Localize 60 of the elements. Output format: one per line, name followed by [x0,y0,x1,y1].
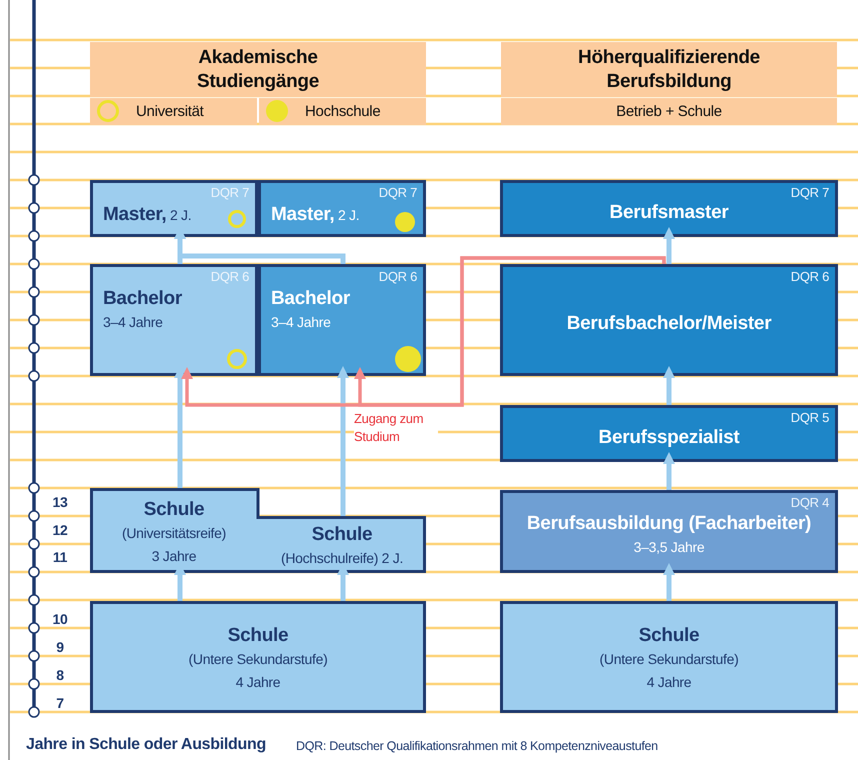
program-box [90,601,426,713]
box-title: Schule [228,624,288,648]
footnote: DQR: Deutscher Qualifikationsrahmen mit 8 Kompetenzniveaustufen [296,738,658,755]
year-number: 10 [52,610,68,628]
box-title: Berufsspezialist [598,426,740,450]
program-box [258,264,426,376]
arrow [354,256,666,407]
year-number: 11 [52,548,68,566]
level-label: DQR 7 [210,185,249,200]
box-title: Berufsmaster [610,200,728,224]
level-label: DQR 6 [790,269,829,284]
box-title: Bachelor [103,287,182,311]
program-box [90,264,258,376]
year-number: 8 [55,666,65,684]
arrow [663,563,675,601]
duration-text: 3–4 Jahre [103,313,163,332]
year-number: 9 [55,638,65,656]
year-number: 13 [52,493,68,511]
year-number: 7 [55,694,65,712]
column-heading: Höherqualifizierende Berufsbildung [501,42,837,97]
level-label: DQR 7 [790,185,829,200]
box-title: Bachelor [271,287,350,311]
program-box [500,601,838,713]
program-box [500,180,838,237]
box-text: 4 Jahre [646,673,692,692]
level-label: DQR 6 [210,269,249,284]
column-heading: Akademische Studiengänge [90,42,426,97]
level-label: DQR 6 [378,269,417,284]
level-label: DQR 7 [378,185,417,200]
box-text: (Untere Sekundarstufe) [188,650,328,669]
duration-text: 3–4 Jahre [271,313,331,332]
box-title: Schule [638,624,700,648]
box-title: Master, 2 J. [103,203,192,227]
column-subheading: Betrieb + Schule [501,98,837,125]
duration-text: 3–3,5 Jahre [634,538,704,557]
program-box [500,264,838,376]
legend-label: Universität [136,102,204,122]
arrow [663,452,675,490]
program-box [258,180,426,237]
box-text: (Universitätsreife) [122,524,226,543]
box-title: Schule [144,498,204,522]
arrow [337,366,349,516]
level-label: DQR 5 [790,410,829,425]
axis-title: Jahre in Schule oder Ausbildung [26,735,266,755]
box-text: (Untere Sekundarstufe) [600,650,738,669]
level-label: DQR 4 [790,495,829,510]
program-box [90,180,258,237]
box-title: Schule [312,523,372,547]
program-box [500,490,838,573]
box-text: 3 Jahre [152,547,196,566]
year-number: 12 [52,521,68,539]
box-text: (Hochschulreife) 2 J. [280,549,404,568]
arrow [663,366,675,405]
arrow [663,227,675,264]
box-title: Master, 2 J. [271,203,360,227]
box-title: Berufsbachelor/Meister [566,312,772,336]
legend-label: Hochschule [305,102,380,122]
box-title: Berufsausbildung (Facharbeiter) [526,512,812,536]
program-box [500,405,838,462]
box-text: 4 Jahre [236,673,280,692]
